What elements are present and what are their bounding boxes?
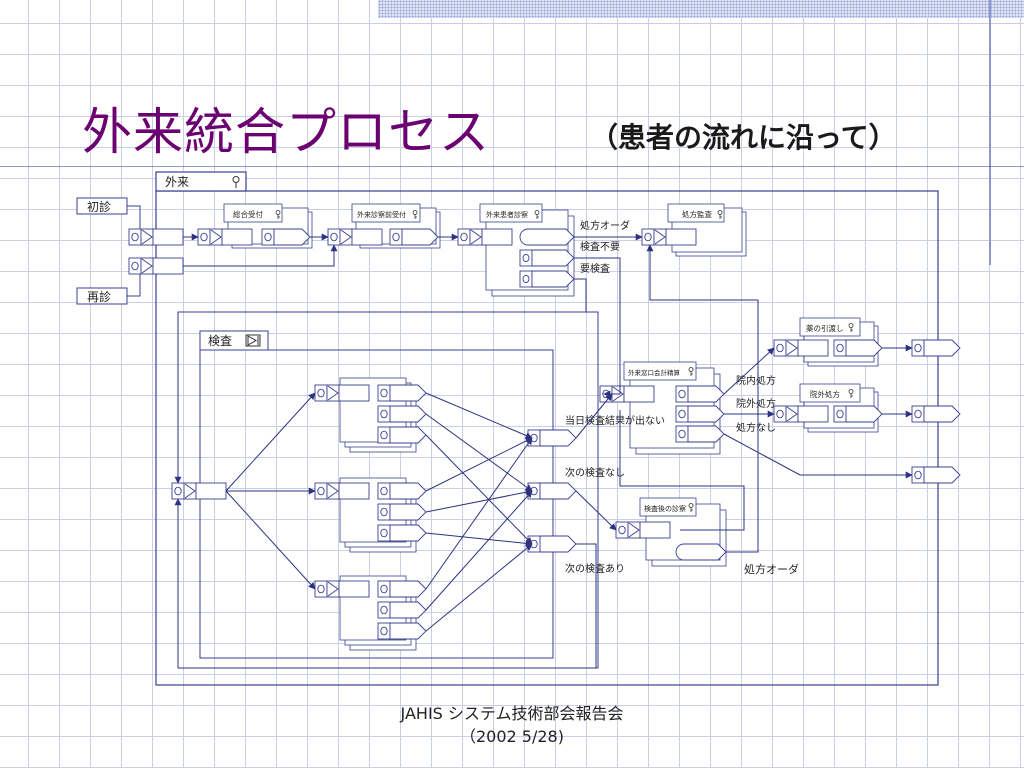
label-test-needed: 要検査 bbox=[580, 262, 610, 275]
label-same-day-no-results: 当日検査結果が出ない bbox=[565, 414, 665, 427]
process-prescription-audit-label: 処方監査 bbox=[682, 209, 712, 219]
label-in-house-rx: 院内処方 bbox=[736, 374, 776, 387]
test-top-out-3 bbox=[377, 426, 427, 444]
test-result-no-next bbox=[527, 482, 577, 500]
label-prescription-order: 処方オーダ bbox=[580, 219, 630, 232]
test-mid-in bbox=[314, 482, 370, 500]
test-entry-port bbox=[171, 482, 227, 500]
post-exam-in-port bbox=[615, 521, 671, 539]
test-mid-out-2 bbox=[377, 503, 427, 521]
test-bot-out-1 bbox=[377, 580, 427, 598]
test-mid-out-3 bbox=[377, 524, 427, 542]
pre-exam-out-port bbox=[389, 228, 439, 246]
slide-subtitle: （患者の流れに沿って） bbox=[590, 121, 897, 154]
label-next-test: 次の検査あり bbox=[565, 562, 625, 575]
exit-port-2 bbox=[911, 405, 961, 423]
post-exam-out-port bbox=[675, 543, 727, 561]
entry-port-first bbox=[128, 228, 184, 246]
exit-port-3 bbox=[911, 466, 961, 484]
test-top-out-2 bbox=[377, 405, 427, 423]
outer-frame-label: 外来 bbox=[165, 175, 189, 189]
process-outside-prescription-label: 院外処方 bbox=[810, 389, 840, 399]
test-top-out-1 bbox=[377, 384, 427, 402]
footer-date: （2002 5/28) bbox=[460, 727, 564, 746]
test-result-next bbox=[527, 535, 577, 553]
handover-in-port bbox=[773, 339, 829, 357]
label-no-rx: 処方なし bbox=[736, 421, 776, 434]
label-prescription-order-2: 処方オーダ bbox=[744, 562, 799, 576]
play-icon bbox=[245, 334, 261, 347]
process-pre-exam-reception-label: 外来診察前受付 bbox=[357, 210, 406, 219]
process-post-test-exam-label: 検査後の診察 bbox=[644, 504, 686, 513]
reception-in-port bbox=[197, 228, 253, 246]
pre-exam-in-port bbox=[327, 228, 383, 246]
label-outside-rx: 院外処方 bbox=[736, 397, 776, 410]
decorative-horizontal-line bbox=[0, 166, 1024, 167]
billing-out-none bbox=[675, 425, 725, 443]
outside-in-port bbox=[773, 405, 829, 423]
inner-test-frame bbox=[199, 349, 554, 659]
process-drug-handover-label: 薬の引渡し bbox=[806, 323, 844, 333]
entry-port-return bbox=[128, 257, 184, 275]
inner-test-frame-tab bbox=[199, 330, 269, 351]
exam-in-port bbox=[457, 228, 513, 246]
process-outpatient-exam-label: 外来患者診察 bbox=[486, 210, 528, 219]
billing-out-outside bbox=[675, 405, 725, 423]
exam-out-test-needed bbox=[519, 270, 575, 288]
billing-out-in-house bbox=[675, 385, 725, 403]
exam-out-no-test bbox=[519, 249, 575, 267]
connectors bbox=[174, 233, 913, 669]
process-reception-label: 総合受付 bbox=[233, 209, 263, 219]
top-decorative-band bbox=[378, 0, 1024, 18]
test-result-same-day bbox=[527, 429, 577, 447]
reception-out-port bbox=[261, 228, 311, 246]
test-bot-in bbox=[314, 580, 370, 598]
test-bot-out-3 bbox=[377, 622, 427, 640]
key-icon bbox=[232, 176, 240, 188]
test-top-in bbox=[314, 384, 370, 402]
test-bot-out-2 bbox=[377, 601, 427, 619]
outer-frame-tab bbox=[155, 171, 247, 192]
outside-out-port bbox=[833, 405, 883, 423]
exit-port-1 bbox=[911, 339, 961, 357]
slide-title: 外来統合プロセス bbox=[82, 103, 490, 161]
decorative-vertical-line bbox=[989, 0, 991, 265]
entry-first-visit-label: 初診 bbox=[87, 199, 111, 214]
outer-frame bbox=[155, 190, 939, 686]
handover-out-port bbox=[833, 339, 883, 357]
process-billing-label: 外来窓口会計精算 bbox=[628, 368, 681, 377]
audit-in-port bbox=[641, 228, 697, 246]
test-mid-out-1 bbox=[377, 482, 427, 500]
footer-event-name: JAHIS システム技術部会報告会 bbox=[400, 704, 624, 723]
label-no-next-test: 次の検査なし bbox=[565, 466, 625, 479]
label-no-test-needed: 検査不要 bbox=[580, 240, 620, 253]
entry-return-visit-label: 再診 bbox=[87, 289, 111, 304]
inner-frame-label: 検査 bbox=[208, 334, 232, 348]
exam-out-prescription bbox=[519, 228, 575, 246]
